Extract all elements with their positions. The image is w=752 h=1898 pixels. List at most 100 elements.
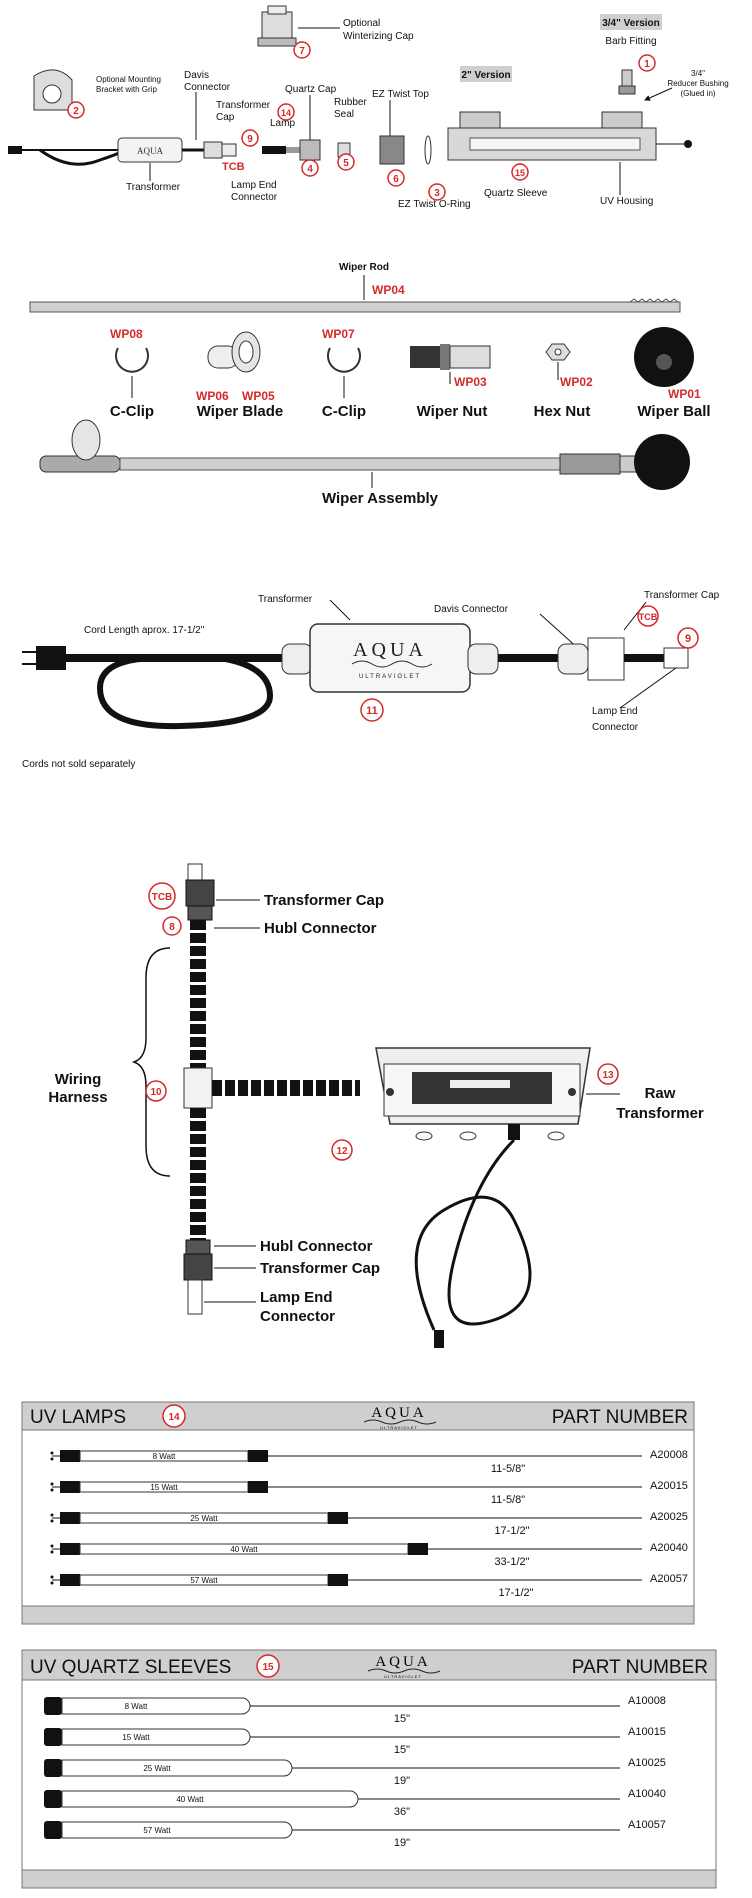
badge-15: 15 [515, 168, 525, 178]
barb-fitting-icon [618, 69, 636, 95]
uv-housing-icon [447, 111, 692, 161]
label-optional-winterizing-cap-1: Optional [343, 18, 380, 29]
label-davis-1: Davis [184, 70, 209, 81]
label-lamp-end-3-1: Lamp End [592, 706, 638, 717]
lamp-length-label: 17-1/2" [498, 1587, 533, 1599]
quartz-cap-icon [299, 139, 321, 161]
label-transformer-cap-1: Transformer [216, 100, 271, 111]
c-clip-icon-2 [327, 347, 361, 373]
badge-5: 5 [343, 158, 349, 169]
sleeve-length-label: 15" [394, 1713, 410, 1725]
sleeve-part-number: A10015 [628, 1726, 666, 1738]
ez-twist-top-icon [379, 135, 405, 165]
sleeve-tube-icon [61, 1728, 251, 1746]
uv-lamps-badge: 14 [168, 1412, 180, 1423]
aqua-logo-sub-3: ULTRAVIOLET [359, 674, 421, 680]
label-wp01: WP01 [668, 387, 701, 401]
label-quartz-cap: Quartz Cap [285, 84, 337, 95]
sleeve-part-number: A10057 [628, 1819, 666, 1831]
sleeve-length-label: 19" [394, 1775, 410, 1787]
badge-3: 3 [434, 188, 440, 199]
sleeve-end-icon [44, 1759, 62, 1777]
aqua-logo-sleeves: AQUA ULTRAVIOLET [367, 1654, 441, 1679]
sleeve-tube-icon [61, 1697, 251, 1715]
label-hubl-connector-4b: Hubl Connector [260, 1238, 373, 1255]
badge-9: 9 [247, 134, 253, 145]
label-wiper-blade: Wiper Blade [197, 403, 284, 420]
badge-2: 2 [73, 106, 79, 117]
lamp-length-label: 33-1/2" [494, 1556, 529, 1568]
uv-sleeve-row: 40 Watt 36" A10040 [44, 1788, 666, 1818]
sleeve-watt-label: 57 Watt [143, 1826, 171, 1835]
uv-lamps-title: UV LAMPS [30, 1407, 126, 1428]
label-lamp: Lamp [270, 118, 295, 129]
label-wp05: WP05 [242, 389, 275, 403]
label-wp08: WP08 [110, 327, 143, 341]
label-wp06: WP06 [196, 389, 229, 403]
label-transformer-cap-4: Transformer Cap [264, 892, 384, 909]
uv-sleeves-table: UV QUARTZ SLEEVES 15 AQUA ULTRAVIOLET PA… [21, 1649, 717, 1889]
power-plug-icon [22, 646, 66, 670]
transformer-box-icon: AQUA ULTRAVIOLET [309, 623, 471, 693]
label-version-2: 2" Version [461, 70, 510, 81]
label-ez-twist-top: EZ Twist Top [372, 89, 429, 100]
sleeve-part-number: A10025 [628, 1757, 666, 1769]
label-wiper-assembly: Wiper Assembly [322, 490, 439, 507]
label-transformer-cap-3: Transformer Cap [644, 590, 720, 601]
transformer-cap-icon-3 [587, 637, 625, 681]
sleeve-end-icon [44, 1790, 62, 1808]
label-barb-fitting: Barb Fitting [605, 36, 656, 47]
label-wp07: WP07 [322, 327, 355, 341]
svg-text:AQUA: AQUA [371, 1405, 426, 1421]
badge-tcb-3: TCB [639, 612, 658, 622]
sleeve-length-label: 36" [394, 1806, 410, 1818]
label-lamp-end-4-1: Lamp End [260, 1289, 333, 1306]
section-exploded-assembly: Optional Winterizing Cap 7 3/4" Version … [8, 5, 729, 210]
wiring-harness-icon [183, 920, 360, 1240]
label-mounting-1: Optional Mounting [96, 75, 161, 84]
wiper-blade-icon [207, 331, 261, 373]
badge-4: 4 [307, 164, 313, 175]
sleeve-part-number: A10040 [628, 1788, 666, 1800]
badge-9-3: 9 [685, 633, 691, 645]
label-quartz-sleeve: Quartz Sleeve [484, 188, 548, 199]
winterizing-cap-icon [257, 5, 297, 47]
label-wiper-nut: Wiper Nut [417, 403, 488, 420]
label-reducer-1: 3/4" [691, 69, 705, 78]
sleeve-length-label: 15" [394, 1744, 410, 1756]
label-raw-2: Transformer [616, 1105, 704, 1122]
sleeve-watt-label: 8 Watt [125, 1702, 149, 1711]
badge-11: 11 [366, 705, 378, 717]
lamp-part-number: A20008 [650, 1449, 688, 1461]
version-34-box [600, 14, 662, 30]
badge-14: 14 [281, 108, 291, 118]
uv-sleeves-badge: 15 [262, 1662, 274, 1673]
label-transformer-cap-4b: Transformer Cap [260, 1260, 380, 1277]
label-mounting-2: Bracket with Grip [96, 85, 157, 94]
wiper-assembly-icon [39, 419, 690, 490]
lamp-length-label: 11-5/8" [491, 1463, 525, 1475]
svg-text:AQUA: AQUA [375, 1654, 430, 1670]
lamp-watt-label: 15 Watt [150, 1483, 178, 1492]
label-c-clip-1: C-Clip [110, 403, 154, 420]
svg-text:AQUA: AQUA [137, 146, 163, 156]
sleeve-watt-label: 40 Watt [176, 1795, 204, 1804]
badge-1: 1 [644, 59, 650, 70]
sleeve-end-icon [44, 1728, 62, 1746]
lamp-icon [262, 146, 286, 154]
label-cords-note: Cords not sold separately [22, 759, 135, 770]
lamp-end-cap-icon [60, 1450, 80, 1462]
sleeve-tube-icon [61, 1759, 293, 1777]
power-cord-icon [414, 1138, 532, 1331]
davis-connector-icon-3 [557, 643, 589, 675]
badge-8: 8 [169, 922, 175, 933]
